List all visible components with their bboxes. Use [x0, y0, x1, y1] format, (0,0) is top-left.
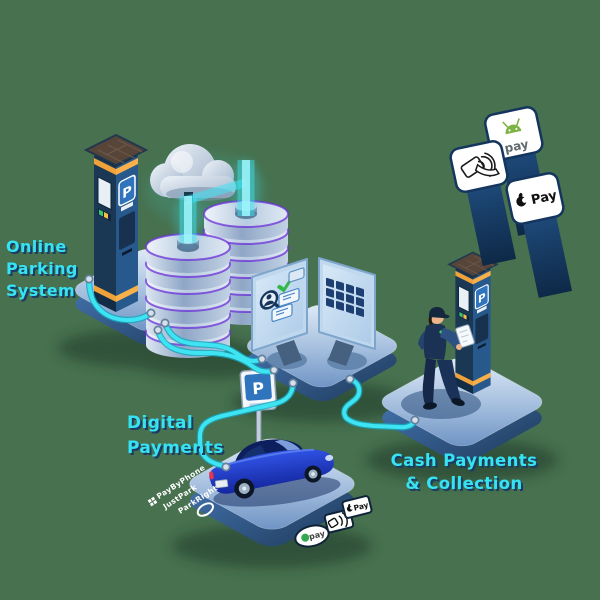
license-plate [214, 479, 229, 489]
gpay-logo-icon [301, 533, 310, 542]
parking-attendant-icon [418, 307, 475, 410]
digital-payment-car-station: P pay [189, 368, 373, 548]
contactless-card [449, 140, 517, 266]
monitor-left [251, 258, 308, 352]
monitor-right [318, 257, 376, 350]
contactless-waves-icon [327, 511, 348, 529]
app-grid-icon [326, 277, 364, 317]
label-line: Parking [6, 259, 78, 278]
label-line: & Collection [405, 474, 523, 493]
data-beams [174, 158, 260, 248]
label-line: Cash Payments [390, 451, 538, 470]
gpay-badge: pay [294, 524, 330, 548]
contactless-hand-icon [460, 152, 501, 178]
verification-monitors-station [246, 257, 398, 402]
svg-text:pay: pay [503, 137, 530, 156]
blue-car-icon [209, 439, 341, 507]
svg-text:pay: pay [308, 529, 327, 542]
apple-pay-card: Pay [505, 172, 573, 298]
id-verification-graphic [259, 267, 305, 323]
cash-collection-station [381, 251, 543, 462]
svg-text:Pay: Pay [530, 188, 559, 208]
label-line: System [6, 281, 76, 300]
digital-payments-label: Digital Payments [127, 411, 224, 461]
apple-logo-icon [516, 192, 528, 207]
handheld-device-icon [455, 324, 475, 348]
apple-logo-icon [346, 503, 353, 512]
wheels [234, 465, 322, 499]
network-cables [85, 275, 419, 471]
parking-sign: P [239, 368, 278, 412]
svg-text:Pay: Pay [353, 500, 370, 512]
parking-sign-letter: P [252, 379, 265, 399]
cash-payments-label: Cash Payments & Collection [388, 449, 540, 495]
android-robot-icon [502, 118, 522, 135]
apple-pay-badge: Pay [341, 495, 373, 519]
label-line: Online [6, 237, 67, 256]
label-line: Digital [127, 413, 194, 433]
cap-icon [429, 307, 450, 319]
online-parking-label: Online Parking System [6, 236, 78, 302]
folder-icon [288, 267, 305, 283]
taillight [209, 471, 214, 480]
payment-method-cards: pay Pay [449, 106, 573, 298]
label-line: Payments [127, 438, 224, 458]
